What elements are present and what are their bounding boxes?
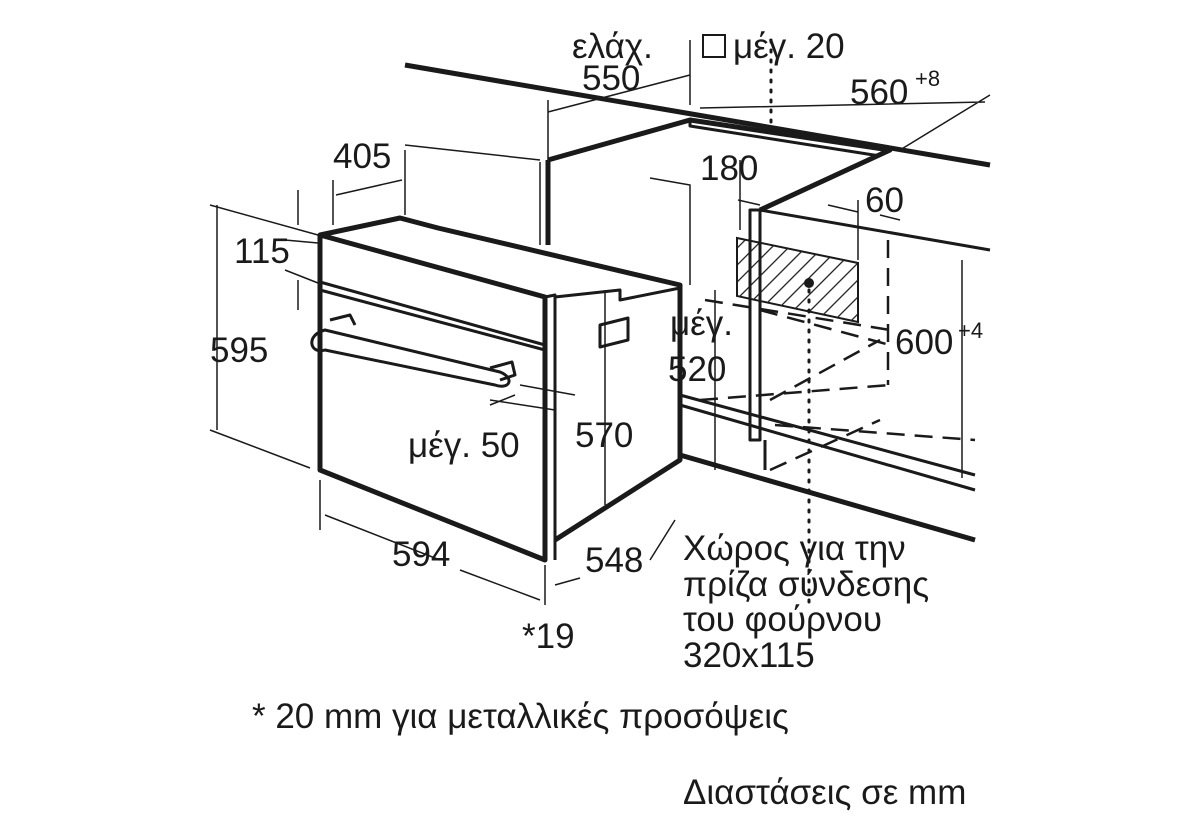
dim-body-depth: 548	[585, 541, 643, 580]
dim-max-depth: 520	[668, 350, 726, 389]
dim-niche-height: 600	[895, 323, 953, 362]
socket-note-line: πρίζα σύνδεσης	[683, 565, 929, 604]
dim-rear-gap: 180	[700, 149, 758, 188]
socket-note-line: 320x115	[683, 636, 815, 675]
dim-niche-depth-tol: +8	[915, 66, 940, 91]
dim-handle-depth: μέγ. 50	[408, 426, 520, 465]
min-label: ελάχ.	[572, 27, 653, 66]
socket-area	[736, 38, 859, 612]
socket-note-line: Χώρος για την	[683, 529, 906, 568]
units-note: Διαστάσεις σε mm	[683, 773, 966, 812]
dim-niche-height-tol: +4	[958, 318, 983, 343]
footnote: * 20 mm για μεταλλικές προσόψεις	[252, 697, 789, 736]
dim-front-thickness: *19	[522, 617, 575, 656]
socket-note-line: του φούρνου	[683, 600, 882, 639]
dim-min-depth: 550	[582, 59, 640, 98]
dim-panel-height: 115	[234, 232, 290, 271]
dim-body-height: 570	[575, 416, 633, 455]
square-icon	[702, 34, 726, 58]
max-label: μέγ.	[670, 304, 733, 343]
dim-oven-width: 594	[392, 535, 450, 574]
dim-max-gap: μέγ. 20	[733, 27, 845, 66]
oven	[310, 215, 683, 563]
dim-socket-offset: 60	[865, 181, 904, 220]
cabinet-outline	[404, 62, 991, 543]
dim-oven-height: 595	[210, 331, 268, 370]
dimension-lines	[209, 40, 991, 605]
dim-top-offset: 405	[333, 137, 391, 176]
dim-niche-depth: 560	[850, 73, 908, 112]
